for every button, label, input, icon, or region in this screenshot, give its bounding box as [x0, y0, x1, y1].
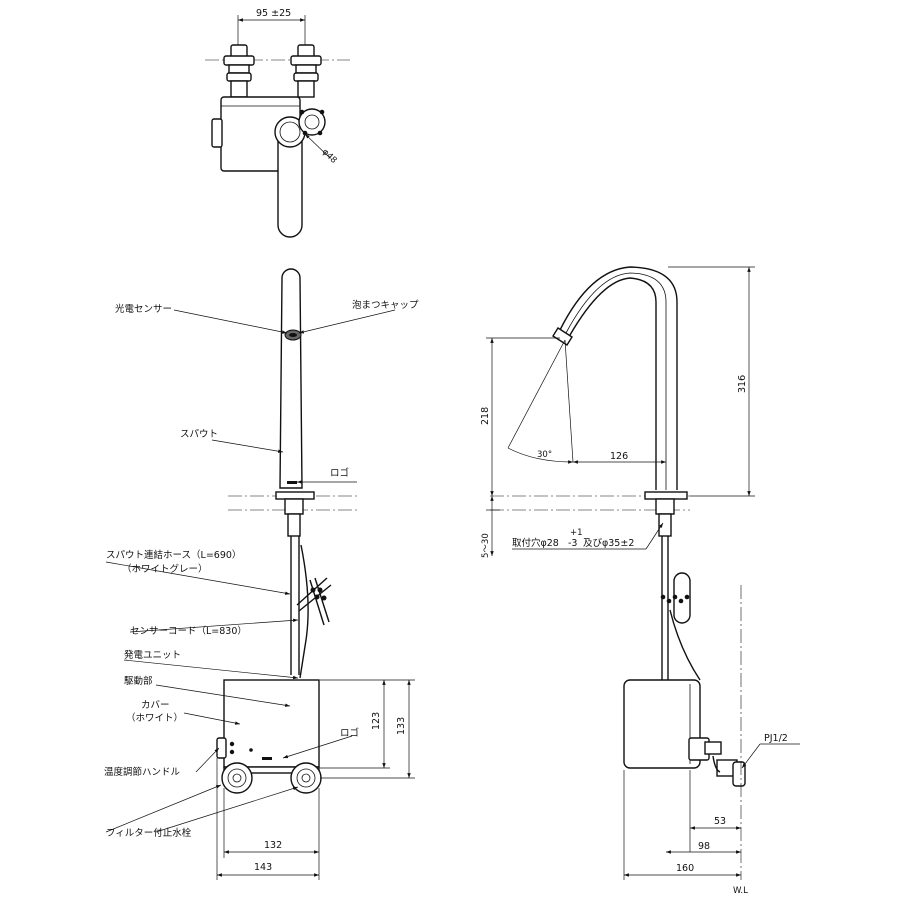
dim-53-text: 53: [714, 816, 726, 827]
label-spout: スパウト: [180, 429, 218, 440]
spout-top: [274, 116, 306, 238]
top-view: 95 ±25: [205, 8, 350, 238]
flange-front: [275, 491, 315, 500]
label-logo-upper: ロゴ: [330, 467, 349, 479]
temp-handle-front: [216, 737, 227, 759]
valve-side: [688, 737, 746, 787]
temp-handle-top: [211, 118, 223, 148]
dim-133-text: 133: [396, 717, 407, 735]
left-union-fitting: [223, 44, 255, 98]
dim-143-text: 143: [254, 862, 272, 873]
spout-front: [279, 268, 303, 489]
mount-hole-suffix: 及びφ35±2: [583, 538, 634, 549]
pj-text: PJ1/2: [764, 733, 788, 744]
right-union-fitting: [290, 44, 322, 98]
label-photo-sensor: 光電センサー: [115, 303, 172, 315]
cord-clip-front: [296, 577, 332, 626]
dim-218-text: 218: [480, 407, 491, 425]
dim-126-text: 126: [610, 451, 628, 462]
dim-132-text: 132: [264, 840, 282, 851]
label-sensor-cord: センサーコード（L=830）: [130, 625, 247, 637]
flange-side: [644, 491, 688, 500]
dim-angle-text: 30°: [537, 450, 552, 460]
label-hose-line1: スパウト連結ホース（L=690）: [106, 549, 241, 561]
dim-diameter-text: φ48: [320, 147, 339, 166]
dim-160-text: 160: [676, 863, 694, 874]
cord-clip-top: [298, 108, 326, 136]
mount-hole-tol-plus: +1: [570, 528, 583, 538]
label-drive: 駆動部: [124, 675, 153, 687]
label-logo-lower: ロゴ: [340, 727, 359, 739]
dim-123-text: 123: [371, 712, 382, 730]
side-view: 316 218 5～30 30° 126 取付穴φ28 +1 -3 及びφ35±…: [480, 266, 800, 896]
dim-98-text: 98: [698, 841, 710, 852]
label-aerator-cap: 泡まつキャップ: [352, 299, 419, 311]
valves-front: [221, 762, 322, 794]
label-cover-line1: カバー: [141, 700, 170, 711]
label-cover-line2: （ホワイト）: [126, 712, 183, 724]
cord-clip-side: [660, 572, 691, 624]
wl-text: W.L: [733, 886, 748, 896]
control-box-side: [623, 679, 701, 769]
spout-side: [552, 266, 678, 490]
label-filter-valve: フィルター付止水栓: [106, 827, 192, 839]
dim-spacing-text: 95 ±25: [256, 8, 291, 19]
dim-316-text: 316: [737, 375, 748, 393]
dim-range-text: 5～30: [481, 533, 491, 558]
label-generator: 発電ユニット: [124, 649, 181, 661]
label-hose-line2: （ホワイトグレー）: [122, 563, 208, 575]
front-view: 123 133 132 143 光電センサー 泡まつキャップ スパウト ロゴ ス…: [104, 268, 419, 880]
mount-hole-tol-minus: -3: [568, 538, 577, 549]
label-temp-handle: 温度調節ハンドル: [104, 766, 181, 778]
mount-hole-prefix: 取付穴φ28: [512, 537, 559, 549]
